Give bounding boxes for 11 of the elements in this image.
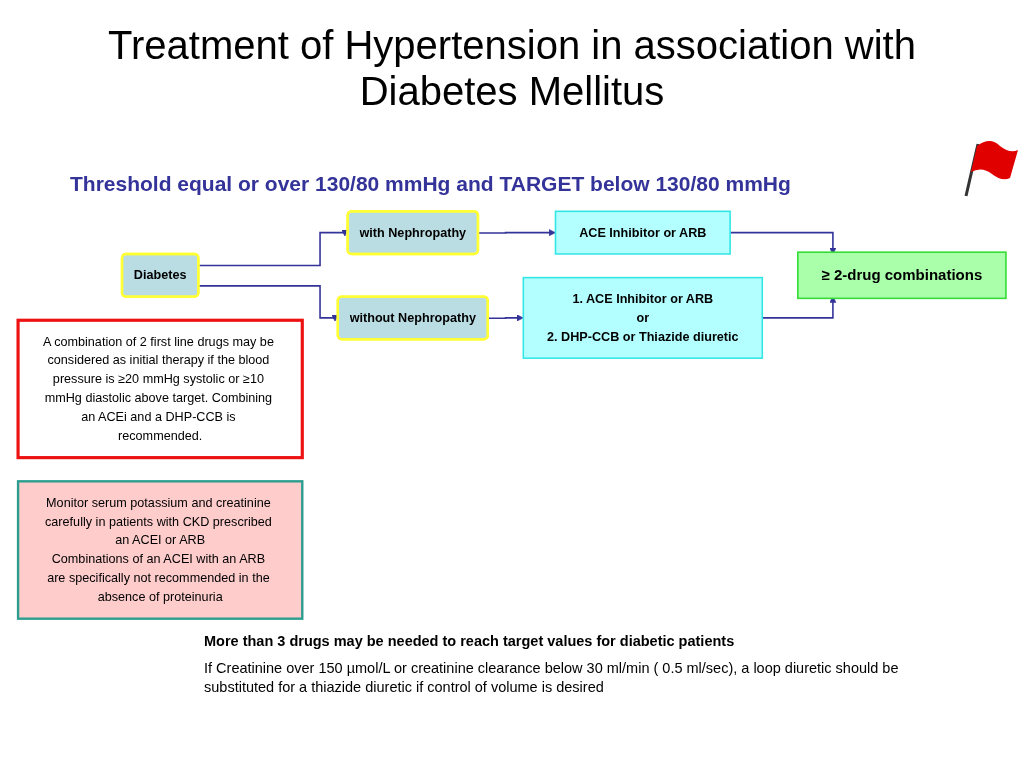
arrow [487, 314, 524, 322]
node-box: 1. ACE Inhibitor or ARB or 2. DHP-CCB or Thiazide diuretic [522, 276, 764, 359]
node-box: ≥ 2-drug combinations [797, 251, 1007, 300]
title: Treatment of Hypertension in association with Diabetes Mellitus [107, 22, 917, 114]
node-box: A combination of 2 first line drugs may be considered as initial therapy if the blood pressure is ≥20 mmHg systolic or ≥10 mmHg diastolic above target. Combining an ACEi and a DHP-CCB is recommended. [16, 318, 304, 460]
note-text: If Creatinine over 150 µmol/L or creatinine clearance below 30 ml/min ( 0.5 ml/sec), a loop diuretic should be substituted for a thiazide diuretic if control of volume is desired [204, 659, 900, 697]
arrow [477, 229, 556, 237]
note-text: More than 3 drugs may be needed to reach target values for diabetic patients [204, 632, 736, 651]
node-box: ACE Inhibitor or ARB [554, 210, 731, 255]
subtitle: Threshold equal or over 130/80 mmHg and TARGET below 130/80 mmHg [70, 172, 791, 196]
node-box: Monitor serum potassium and creatinine carefully in patients with CKD prescribed an ACEI or ARB Combinations of an ACEI with an ARB are specifically not recommended in the absence of proteinuria [16, 480, 304, 620]
